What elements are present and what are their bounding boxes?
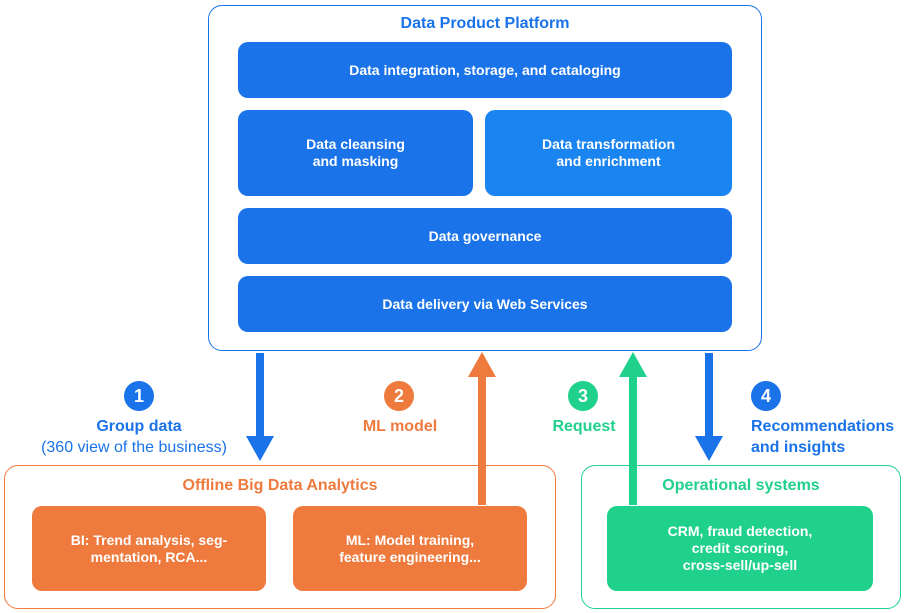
step-3-badge: 3 — [568, 381, 598, 411]
step-2-label: ML model — [362, 418, 438, 435]
step-3-label: Request — [552, 418, 616, 435]
operational-title: Operational systems — [662, 477, 820, 494]
offline-title: Offline Big Data Analytics — [182, 477, 378, 494]
offline-frame: Offline Big Data Analytics BI: Trend ana… — [4, 465, 556, 609]
step-1-sublabel: (360 view of the business) — [41, 439, 227, 456]
platform-frame: Data Product Platform Data integration, … — [208, 5, 762, 351]
integration-box: Data integration, storage, and catalogin… — [238, 42, 732, 98]
ml-box: ML: Model training, feature engineering.… — [293, 506, 527, 591]
step-4-label: Recommendations and insights — [751, 418, 895, 456]
operational-systems-box: CRM, fraud detection, credit scoring, cr… — [607, 506, 873, 591]
step-1-badge: 1 — [124, 381, 154, 411]
platform-title: Data Product Platform — [400, 15, 570, 32]
transformation-box: Data transformation and enrichment — [485, 110, 732, 196]
arrow-request — [619, 352, 647, 505]
step-4-badge: 4 — [751, 381, 781, 411]
step-2-badge: 2 — [384, 381, 414, 411]
arrow-group-data — [246, 353, 274, 461]
bi-box: BI: Trend analysis, seg- mentation, RCA.… — [32, 506, 266, 591]
arrow-recommendations — [695, 353, 723, 461]
step-1-label: Group data — [96, 418, 182, 435]
governance-box: Data governance — [238, 208, 732, 264]
cleansing-box: Data cleansing and masking — [238, 110, 473, 196]
arrow-ml-model — [468, 352, 496, 505]
delivery-box: Data delivery via Web Services — [238, 276, 732, 332]
